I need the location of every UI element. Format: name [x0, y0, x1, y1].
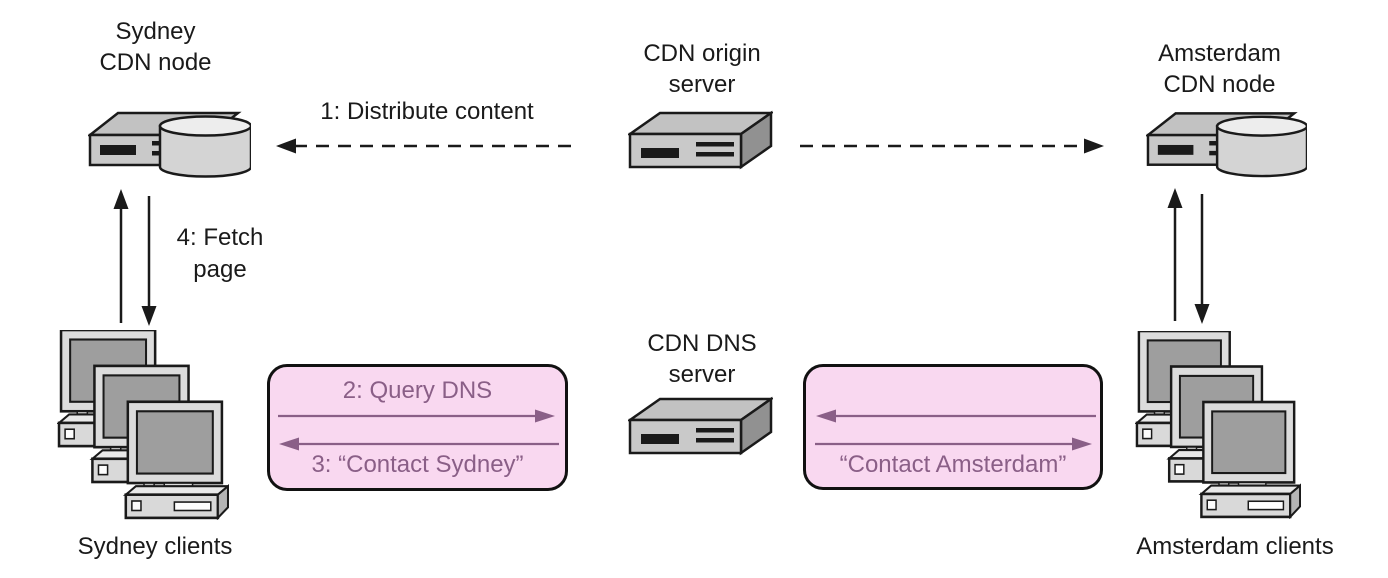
client-pc	[57, 330, 229, 520]
sydney-cdn-node-icon	[88, 111, 251, 178]
cdn-origin-server-icon	[628, 110, 773, 170]
sydney-up-arrow	[113, 189, 129, 323]
sydney-dns-callout: 2: Query DNS 3: “Contact Sydney”	[267, 364, 568, 491]
cdn-dns-server-icon	[628, 396, 773, 456]
query-dns-label: 2: Query DNS	[342, 377, 493, 404]
distribute-to-amsterdam-arrow	[800, 138, 1104, 154]
contact-amsterdam-label: “Contact Amsterdam”	[839, 451, 1067, 478]
sydney-clients-label: Sydney clients	[77, 533, 233, 560]
amsterdam-query-dns-arrow	[816, 409, 1096, 423]
amsterdam-dns-arrows	[815, 409, 1096, 451]
sydney-dns-arrows	[278, 409, 559, 451]
contact-amsterdam-arrow	[815, 437, 1092, 451]
distribute-to-sydney-arrow	[276, 138, 578, 154]
cdn-origin-server-label: CDN origin server	[643, 40, 761, 98]
query-dns-arrow	[278, 409, 555, 423]
client-pc	[1135, 331, 1301, 519]
contact-sydney-label: 3: “Contact Sydney”	[311, 451, 524, 478]
amsterdam-clients-icon	[1135, 331, 1301, 519]
sydney-down-arrow	[141, 196, 157, 326]
sydney-cdn-node-label: Sydney CDN node	[99, 18, 212, 76]
amsterdam-cdn-node-icon	[1146, 112, 1307, 178]
fetch-page-label: 4: Fetch page	[176, 224, 264, 283]
amsterdam-down-arrow	[1194, 194, 1210, 324]
amsterdam-dns-callout: “Contact Amsterdam”	[803, 364, 1103, 490]
amsterdam-up-arrow	[1167, 188, 1183, 321]
amsterdam-clients-label: Amsterdam clients	[1136, 533, 1334, 560]
distribute-content-label: 1: Distribute content	[320, 98, 534, 125]
sydney-clients-icon	[57, 330, 229, 520]
amsterdam-cdn-node-label: Amsterdam CDN node	[1158, 40, 1281, 98]
cdn-dns-server-label: CDN DNS server	[647, 330, 757, 388]
contact-sydney-arrow	[279, 437, 559, 451]
